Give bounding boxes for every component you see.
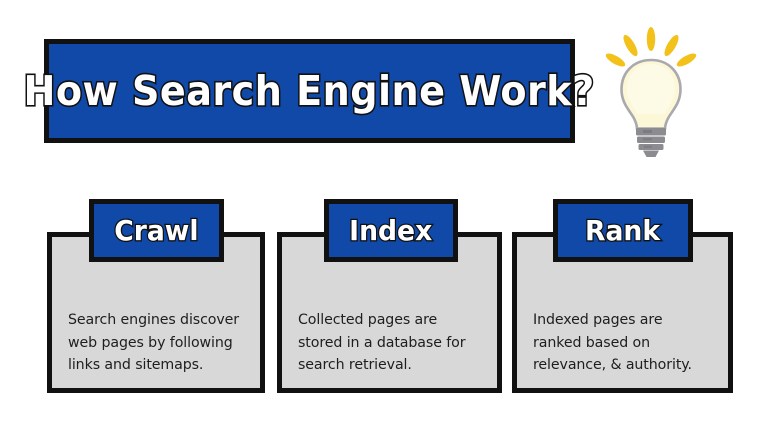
step-badge-label: Index: [348, 213, 434, 247]
lightbulb-glass: [620, 58, 682, 130]
lightbulb-base: [636, 128, 666, 157]
step-badge-label: Rank: [584, 213, 662, 247]
step-badge-index: Index: [324, 199, 458, 262]
lightbulb-rays: [605, 27, 697, 67]
step-card-body: Indexed pages are ranked based on releva…: [533, 312, 692, 373]
step-badge-rank: Rank: [553, 199, 693, 262]
step-badge-label: Crawl: [113, 213, 200, 247]
page-title: How Search Engine Work?: [22, 66, 596, 115]
lightbulb-icon: [603, 24, 699, 158]
title-banner: How Search Engine Work?: [22, 39, 596, 143]
step-card-body: Collected pages are stored in a database…: [298, 312, 466, 373]
step-card-body: Search engines discover web pages by fol…: [68, 312, 240, 373]
step-badge-crawl: Crawl: [89, 199, 224, 262]
